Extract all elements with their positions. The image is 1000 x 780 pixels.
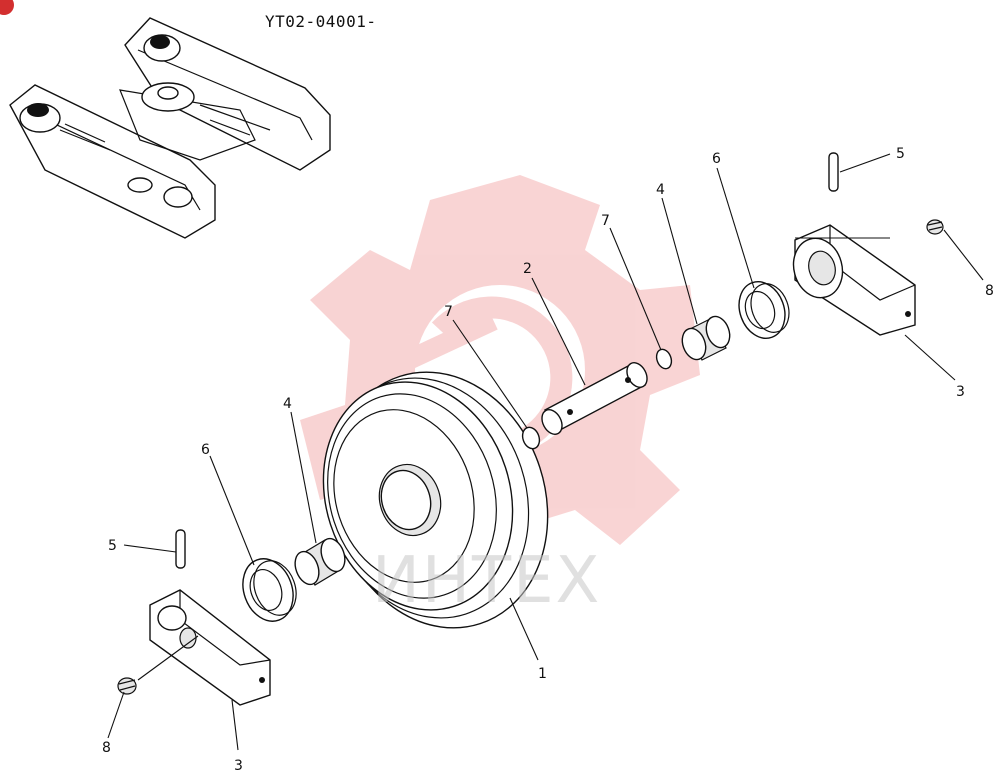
callout-3-right: 3 <box>956 384 965 400</box>
callout-2: 2 <box>523 261 532 277</box>
diagram-code: YT02-04001- <box>265 12 376 31</box>
corner-badge <box>0 0 14 15</box>
callout-6-left: 6 <box>201 442 210 458</box>
watermark-text: ИНТЕХ <box>372 544 601 618</box>
seal-left <box>242 558 297 622</box>
shaft <box>541 362 648 435</box>
bushing-left <box>294 537 346 586</box>
plug-left <box>117 677 137 695</box>
seal-right <box>738 281 790 339</box>
callout-7-right: 7 <box>601 213 610 229</box>
callout-8-left: 8 <box>102 740 111 756</box>
idler-wheel <box>322 371 549 629</box>
undercarriage-inset <box>9 17 331 239</box>
callout-5-right: 5 <box>896 146 905 162</box>
callout-8-right: 8 <box>985 283 994 299</box>
bracket-left <box>149 589 271 706</box>
pin-left <box>175 529 186 569</box>
callout-1: 1 <box>538 666 547 682</box>
leader-lines <box>107 153 984 751</box>
bracket-right <box>792 224 916 336</box>
pin-right <box>828 152 839 192</box>
callout-5-left: 5 <box>108 538 117 554</box>
callout-6-right: 6 <box>712 151 721 167</box>
callout-3-left: 3 <box>234 758 243 774</box>
callout-4-right: 4 <box>656 182 665 198</box>
callout-4-left: 4 <box>283 396 292 412</box>
plug-right <box>926 219 944 235</box>
callout-7-left: 7 <box>444 304 453 320</box>
bushing-right <box>681 315 731 361</box>
